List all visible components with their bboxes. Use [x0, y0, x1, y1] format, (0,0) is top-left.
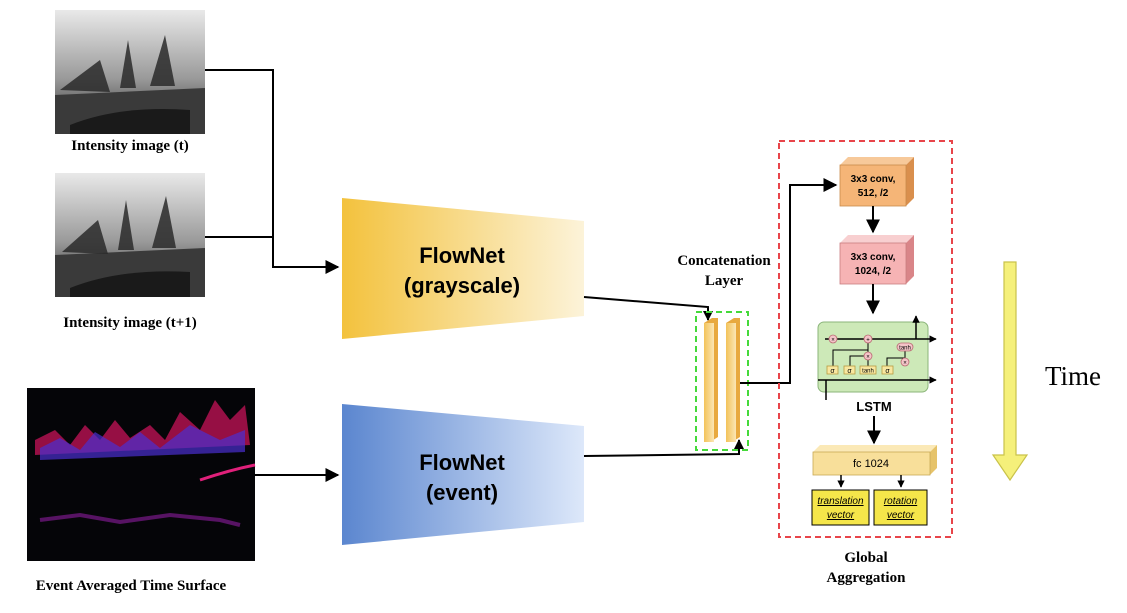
translation-vector-line2: vector: [827, 510, 855, 521]
intensity-connectors: [205, 69, 340, 274]
intensity-image-t-label: Intensity image (t): [71, 138, 188, 154]
global-aggregation-box: [778, 140, 953, 538]
concat-to-conv-line: [740, 178, 838, 384]
lstm-op-output: ×: [903, 361, 907, 367]
concat-bar-right: [726, 318, 740, 442]
lstm-gate-tanh: tanh: [862, 369, 874, 375]
flownet-grayscale-subtitle: (grayscale): [404, 273, 520, 298]
fc-block: fc 1024: [812, 445, 937, 476]
rotation-vector-box: rotation vector: [873, 489, 928, 526]
concat-dashed-box: [695, 311, 749, 451]
lstm-gate-sigma-3: σ: [885, 368, 890, 375]
concat-label-line1: Concatenation: [677, 253, 771, 269]
flownet-grayscale-title: FlowNet: [419, 243, 505, 268]
translation-vector-line1: translation: [817, 496, 864, 507]
conv1-block: 3x3 conv, 512, /2: [839, 157, 914, 207]
translation-vector-box: translation vector: [811, 489, 870, 526]
time-arrow-icon: [991, 261, 1029, 482]
intensity-image-t1: [55, 173, 205, 297]
flownet-event-subtitle: (event): [426, 480, 498, 505]
conv2-line2: 1024, /2: [855, 266, 892, 277]
lstm-gate-sigma-2: σ: [847, 368, 852, 375]
fc-label: fc 1024: [853, 458, 889, 470]
conv2-block: 3x3 conv, 1024, /2: [839, 235, 914, 285]
lstm-label: LSTM: [856, 399, 891, 414]
lstm-op-tanh: tanh: [899, 346, 911, 352]
global-aggregation-line2: Aggregation: [827, 570, 907, 586]
lstm-gate-sigma-1: σ: [830, 368, 835, 375]
concat-label-line2: Layer: [705, 273, 744, 289]
conv1-line1: 3x3 conv,: [851, 174, 896, 185]
flownet-to-concat-lines: [583, 296, 744, 457]
event-image-label: Event Averaged Time Surface: [36, 578, 227, 594]
flownet-grayscale-block: FlowNet (grayscale): [342, 198, 584, 339]
event-image: [27, 388, 256, 561]
concat-bar-left: [704, 318, 718, 442]
lstm-cell: σ σ tanh σ × + × tanh ×: [817, 315, 937, 400]
conv2-line1: 3x3 conv,: [851, 252, 896, 263]
time-label: Time: [1045, 361, 1101, 391]
global-aggregation-line1: Global: [844, 550, 887, 566]
lstm-op-add: +: [866, 338, 870, 344]
lstm-op-input: ×: [866, 355, 870, 361]
intensity-image-t: [55, 10, 205, 134]
flownet-event-block: FlowNet (event): [342, 404, 584, 545]
rotation-vector-line2: vector: [887, 510, 915, 521]
intensity-image-t1-label: Intensity image (t+1): [63, 315, 197, 331]
rotation-vector-line1: rotation: [884, 496, 918, 507]
conv1-line2: 512, /2: [858, 188, 889, 199]
lstm-op-forget: ×: [831, 338, 835, 344]
flownet-event-title: FlowNet: [419, 450, 505, 475]
